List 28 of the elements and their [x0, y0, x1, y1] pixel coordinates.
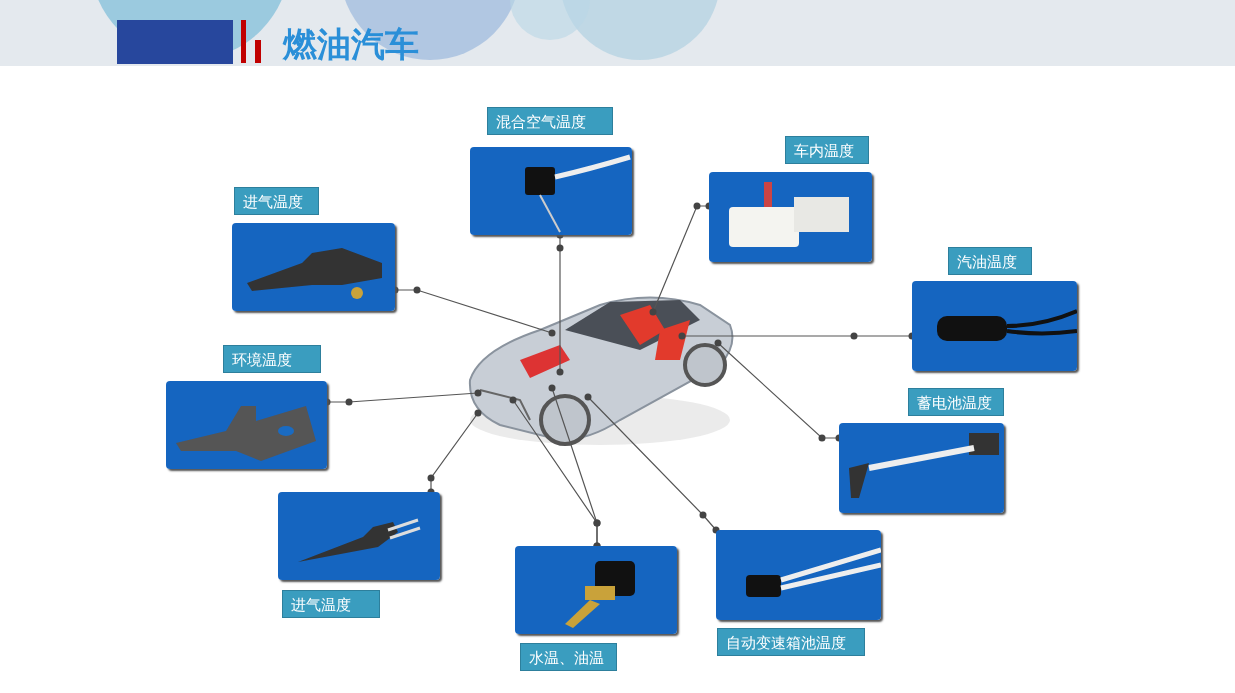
sensor-photo — [709, 172, 872, 262]
page-title: 燃油汽车 — [283, 23, 419, 66]
sensor-label: 进气温度 — [234, 187, 319, 215]
sensor-label: 自动变速箱池温度 — [717, 628, 865, 656]
leader-line — [678, 332, 913, 340]
leader-line — [394, 286, 556, 337]
leader-line — [649, 202, 710, 316]
sensor-photo — [839, 423, 1004, 513]
sensor-photo — [166, 381, 327, 469]
sensor-label: 环境温度 — [223, 345, 321, 373]
sensor-photo — [278, 492, 440, 580]
sensor-label: 水温、油温 — [520, 643, 617, 671]
sensor-label: 车内温度 — [785, 136, 869, 164]
leader-line — [556, 234, 564, 376]
sensor-label: 汽油温度 — [948, 247, 1032, 275]
sensor-label: 混合空气温度 — [487, 107, 613, 135]
sensor-photo — [716, 530, 881, 620]
sensor-photo — [470, 147, 632, 235]
sensor-photo — [912, 281, 1077, 371]
sensor-photo — [232, 223, 395, 311]
sensor-label: 进气温度 — [282, 590, 380, 618]
leader-line — [326, 389, 482, 406]
sensor-photo — [515, 546, 677, 634]
sensor-label: 蓄电池温度 — [908, 388, 1004, 416]
leader-line — [509, 396, 601, 547]
leader-line — [714, 339, 840, 442]
leader-line — [427, 409, 482, 493]
leader-line — [584, 393, 720, 534]
